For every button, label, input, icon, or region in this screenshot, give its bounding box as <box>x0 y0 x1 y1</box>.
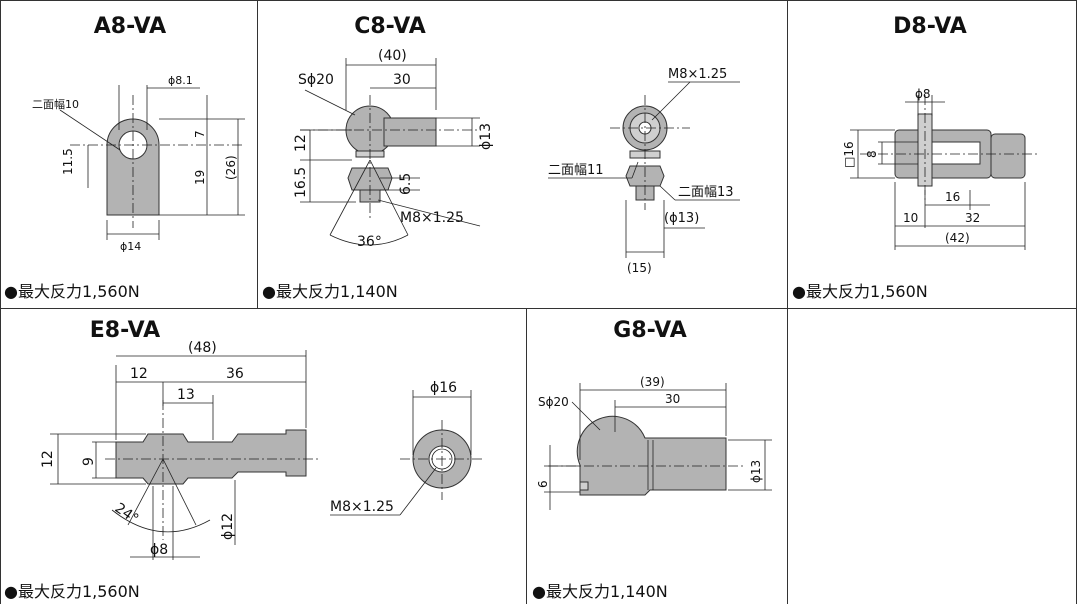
g8-ball-notch <box>579 481 589 491</box>
c8-dim-h-stud: 16.5 <box>293 167 309 198</box>
e8-dim-thread: M8×1.25 <box>330 499 394 515</box>
e8-rod-end <box>115 429 307 485</box>
d8-dim-l-total: (42) <box>945 231 970 245</box>
d8-dim-slot: 8 <box>865 150 879 158</box>
col-divider-e-g <box>526 308 527 604</box>
d8-dim-l-a: 16 <box>945 190 960 204</box>
frame-left <box>0 0 1 604</box>
drawing-e8-side: ϕ16 M8×1.25 <box>330 380 485 516</box>
g8-dim-h-off: 6 <box>536 480 550 488</box>
e8-dim-l-a: 12 <box>130 366 148 382</box>
g8-dim-l-body: 30 <box>665 392 680 406</box>
row-divider <box>0 308 1077 309</box>
a8-dim-h-left: 11.5 <box>61 148 75 175</box>
reaction-g8: ●最大反力1,140N <box>532 582 668 601</box>
d8-dim-l-c: 32 <box>965 211 980 225</box>
e8-dim-d-neck: ϕ12 <box>220 513 236 540</box>
e8-dim-d-side: ϕ16 <box>430 380 457 396</box>
reaction-e8: ●最大反力1,560N <box>4 582 140 601</box>
c8-dim-thread-side: M8×1.25 <box>668 67 727 82</box>
a8-dim-h-top: 7 <box>193 130 207 138</box>
drawing-c8-side: M8×1.25 二面幅11 二面幅13 (ϕ13) (15) <box>548 67 740 275</box>
cell-bottom-a <box>0 308 257 309</box>
drawing-c8-front: (40) 30 Sϕ20 ϕ13 12 16.5 6.5 M8×1.25 36° <box>293 48 494 250</box>
d8-thread-end <box>990 133 1026 179</box>
c8-dim-len-total: (40) <box>378 48 407 64</box>
c8-dim-w-side: (15) <box>627 261 652 275</box>
g8-dim-sphere: Sϕ20 <box>538 395 569 409</box>
drawing-e8-front: (48) 12 36 13 12 9 24° ϕ8 ϕ12 <box>40 340 320 560</box>
col-divider-c-d <box>787 0 788 604</box>
e8-dim-d-pin: ϕ8 <box>150 542 168 558</box>
a8-dim-h-mid: 19 <box>193 170 207 185</box>
drawing-d8: ϕ8 □16 8 16 10 32 (42) <box>842 87 1040 250</box>
e8-dim-l-total: (48) <box>188 340 217 356</box>
g8-dim-l-total: (39) <box>640 375 665 389</box>
c8-dim-h-thread: 6.5 <box>398 173 414 195</box>
c8-dim-flat11: 二面幅11 <box>548 163 604 178</box>
c8-dim-angle: 36° <box>357 234 382 250</box>
e8-dim-h-in: 9 <box>81 457 97 466</box>
a8-dim-h-total: (26) <box>224 155 238 180</box>
c8-dim-d-side: (ϕ13) <box>664 211 699 226</box>
a8-dim-d-top: ϕ8.1 <box>168 74 193 87</box>
c8-dim-len-body: 30 <box>393 72 411 88</box>
title-a8: A8-VA <box>93 14 167 39</box>
g8-ball-socket <box>576 415 727 496</box>
reaction-a8: ●最大反力1,560N <box>4 282 140 301</box>
frame-top <box>0 0 1077 1</box>
c8-dim-flat13: 二面幅13 <box>678 185 734 200</box>
c8-dim-thread: M8×1.25 <box>400 210 464 226</box>
a8-dim-d-bottom: ϕ14 <box>120 240 141 253</box>
d8-dim-l-b: 10 <box>903 211 918 225</box>
c8-socket-body <box>383 117 437 147</box>
drawing-g8: (39) 30 Sϕ20 6 ϕ13 <box>536 375 772 510</box>
title-d8: D8-VA <box>893 14 967 39</box>
col-divider-a-c <box>257 0 258 308</box>
e8-dim-l-c: 13 <box>177 387 195 403</box>
title-c8: C8-VA <box>354 14 426 39</box>
a8-dim-flat: 二面幅10 <box>32 98 79 111</box>
title-e8: E8-VA <box>89 318 161 343</box>
d8-dim-sq: □16 <box>842 141 856 168</box>
reaction-d8: ●最大反力1,560N <box>792 282 928 301</box>
e8-dim-angle: 24° <box>112 500 142 527</box>
c8-dim-h-head: 12 <box>293 134 309 152</box>
c8-dim-sphere: Sϕ20 <box>298 72 334 88</box>
e8-dim-l-b: 36 <box>226 366 244 382</box>
e8-dim-h-out: 12 <box>40 450 56 468</box>
drawing-a8: ϕ8.1 二面幅10 11.5 ϕ14 7 19 (26) <box>32 74 245 253</box>
g8-dim-d-body: ϕ13 <box>749 460 763 483</box>
d8-dim-d-pin: ϕ8 <box>915 87 931 101</box>
reaction-c8: ●最大反力1,140N <box>262 282 398 301</box>
title-g8: G8-VA <box>613 318 687 343</box>
c8-dim-d-body: ϕ13 <box>478 123 494 150</box>
